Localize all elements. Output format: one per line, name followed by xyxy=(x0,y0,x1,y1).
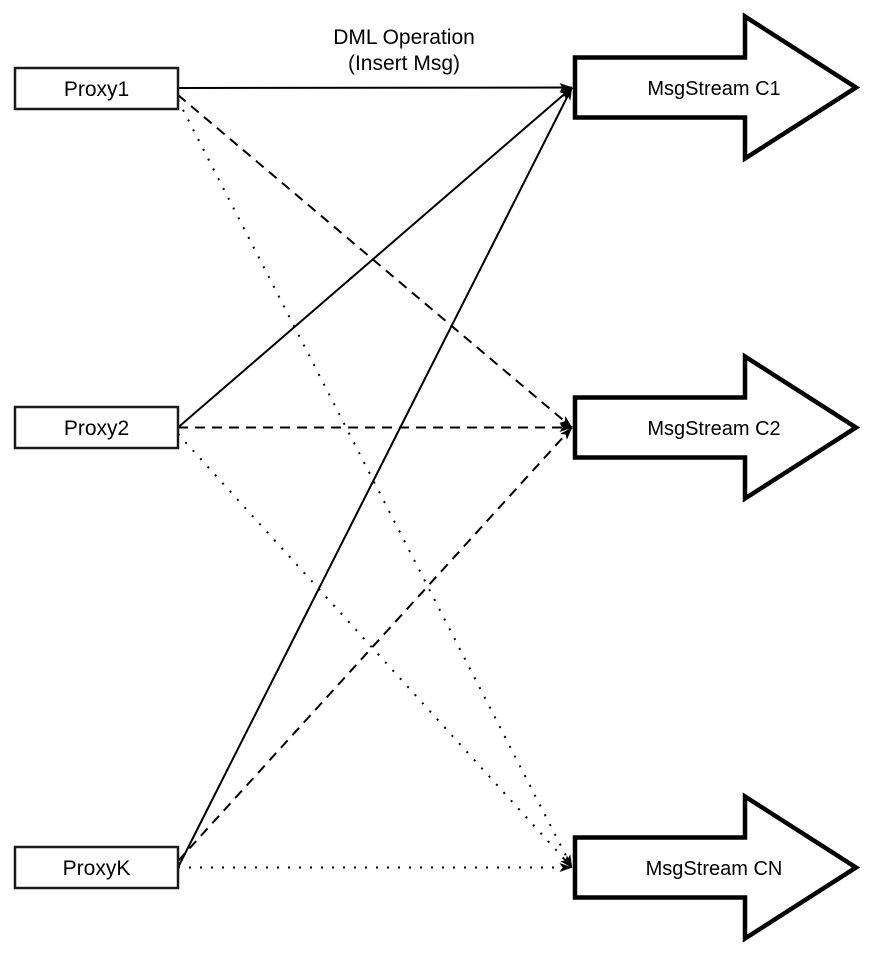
msgstream-c2-node: MsgStream C2 xyxy=(572,352,861,503)
msgstream-c1-node: MsgStream C1 xyxy=(572,12,861,163)
proxyk-box xyxy=(13,845,180,890)
msgstream-cn-arrow xyxy=(572,792,861,943)
connection-proxyk-msgstream-c2 xyxy=(177,426,573,862)
msgstream-c1-label: MsgStream C1 xyxy=(647,78,780,100)
connection-proxy2-msgstream-c1 xyxy=(177,86,573,429)
proxy1-node: Proxy1 xyxy=(13,66,180,111)
connection-proxyk-msgstream-c1 xyxy=(177,87,573,868)
proxy2-box xyxy=(13,405,180,450)
connection-proxy1-msgstream-c1 xyxy=(177,83,573,93)
connection-proxy1-msgstream-cn xyxy=(177,99,573,868)
msgstream-cn-node: MsgStream CN xyxy=(572,792,861,943)
proxyk-label: ProxyK xyxy=(63,857,131,880)
connection-proxy2-msgstream-cn xyxy=(177,433,573,869)
msgstream-c2-arrow xyxy=(572,352,861,503)
dml-operation-label-line2: (Insert Msg) xyxy=(348,52,460,75)
proxyk-node: ProxyK xyxy=(13,845,180,890)
proxy1-label: Proxy1 xyxy=(64,78,129,101)
msgstream-c1-arrow xyxy=(572,12,861,163)
msgstream-c2-label: MsgStream C2 xyxy=(647,418,780,440)
proxy2-label: Proxy2 xyxy=(64,417,129,440)
connection-proxy1-msgstream-c2 xyxy=(177,94,573,429)
proxy1-box xyxy=(13,66,180,111)
proxy2-node: Proxy2 xyxy=(13,405,180,450)
msgstream-cn-label: MsgStream CN xyxy=(646,858,783,880)
dml-operation-label-line1: DML Operation xyxy=(333,26,475,49)
